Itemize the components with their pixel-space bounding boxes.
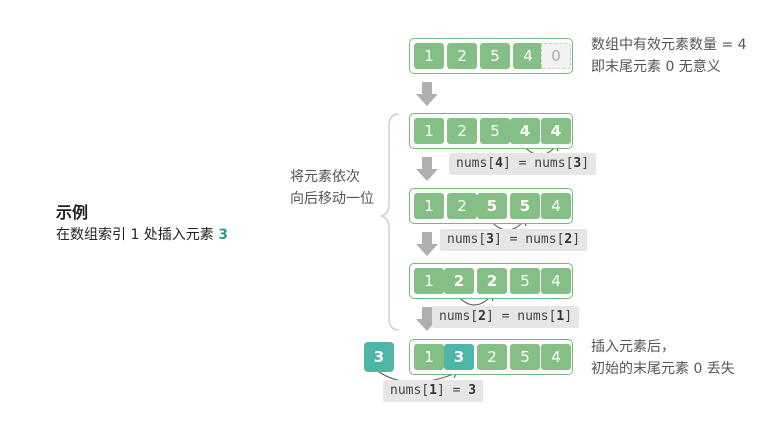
code-mid: ] = (436, 383, 469, 398)
array-row-step2: 1 2 5 5 4 (409, 188, 573, 224)
example-title: 示例 (56, 203, 89, 222)
array-cell-moved: 4 (510, 118, 540, 144)
code-suffix: ] (572, 232, 581, 247)
code-assign-step2: nums[3] = nums[2] (440, 229, 588, 251)
array-row-final: 1 3 2 5 4 (409, 339, 573, 375)
code-source: 1 (556, 309, 565, 324)
array-cell: 1 (414, 268, 444, 294)
array-cell: 5 (510, 344, 540, 370)
top-note-line1: 数组中有效元素数量 = 4 (591, 37, 747, 53)
shift-label-line2: 向后移动一位 (290, 191, 374, 207)
code-assign-insert: nums[1] = 3 (383, 380, 484, 402)
bottom-note-line2: 初始的末尾元素 0 丢失 (591, 361, 735, 377)
array-cell-target: 2 (477, 268, 507, 294)
code-source: 3 (573, 156, 582, 171)
array-cell-unused: 0 (541, 43, 571, 69)
array-cell: 5 (480, 118, 510, 144)
down-arrow-icon (416, 232, 438, 256)
shift-bracket (380, 113, 400, 331)
code-prefix: nums[ (447, 232, 487, 247)
array-row-initial: 1 2 5 4 0 (409, 38, 573, 74)
array-row-step3: 1 2 2 5 4 (409, 263, 573, 299)
array-cell-inserted: 3 (444, 344, 474, 370)
array-cell: 4 (541, 193, 571, 219)
code-source: 2 (564, 232, 573, 247)
array-cell: 5 (510, 268, 540, 294)
code-index: 2 (478, 309, 486, 324)
code-prefix: nums[ (439, 309, 479, 324)
array-cell: 4 (541, 268, 571, 294)
example-description: 在数组索引 1 处插入元素 3 (56, 224, 228, 244)
example-description-text: 在数组索引 1 处插入元素 (56, 227, 219, 243)
code-index: 4 (495, 156, 503, 171)
array-cell: 2 (447, 118, 477, 144)
code-source: 3 (468, 383, 477, 398)
example-insert-value: 3 (218, 227, 229, 243)
shift-label: 将元素依次 向后移动一位 (290, 166, 374, 210)
bottom-note-line1: 插入元素后， (591, 339, 675, 355)
code-assign-step1: nums[4] = nums[3] (449, 153, 597, 175)
code-prefix: nums[ (456, 156, 496, 171)
bottom-note: 插入元素后， 初始的末尾元素 0 丢失 (591, 336, 735, 380)
array-cell-moved: 2 (444, 268, 474, 294)
array-row-step1: 1 2 5 4 4 (409, 113, 573, 149)
top-note: 数组中有效元素数量 = 4 即末尾元素 0 无意义 (591, 34, 747, 78)
top-note-line2: 即末尾元素 0 无意义 (591, 59, 721, 75)
down-arrow-icon (416, 157, 438, 181)
shift-label-line1: 将元素依次 (290, 169, 360, 185)
code-index: 1 (429, 383, 437, 398)
array-cell: 1 (414, 118, 444, 144)
code-suffix: ] (581, 156, 590, 171)
code-suffix: ] (564, 309, 573, 324)
array-cell: 4 (541, 344, 571, 370)
insert-element: 3 (364, 342, 394, 372)
array-cell: 1 (414, 43, 444, 69)
down-arrow-icon (416, 82, 438, 106)
array-cell: 2 (477, 344, 507, 370)
array-cell-target: 5 (510, 193, 540, 219)
array-cell: 1 (414, 344, 444, 370)
array-cell-moved: 5 (477, 193, 507, 219)
code-prefix: nums[ (390, 383, 430, 398)
array-cell: 2 (447, 43, 477, 69)
code-mid: ] = nums[ (485, 309, 557, 324)
array-cell: 4 (513, 43, 543, 69)
array-cell-target: 4 (541, 118, 571, 144)
array-cell: 5 (480, 43, 510, 69)
code-mid: ] = nums[ (502, 156, 574, 171)
code-assign-step3: nums[2] = nums[1] (432, 306, 580, 328)
array-cell: 2 (447, 193, 477, 219)
code-mid: ] = nums[ (493, 232, 565, 247)
array-cell: 1 (414, 193, 444, 219)
code-index: 3 (486, 232, 494, 247)
